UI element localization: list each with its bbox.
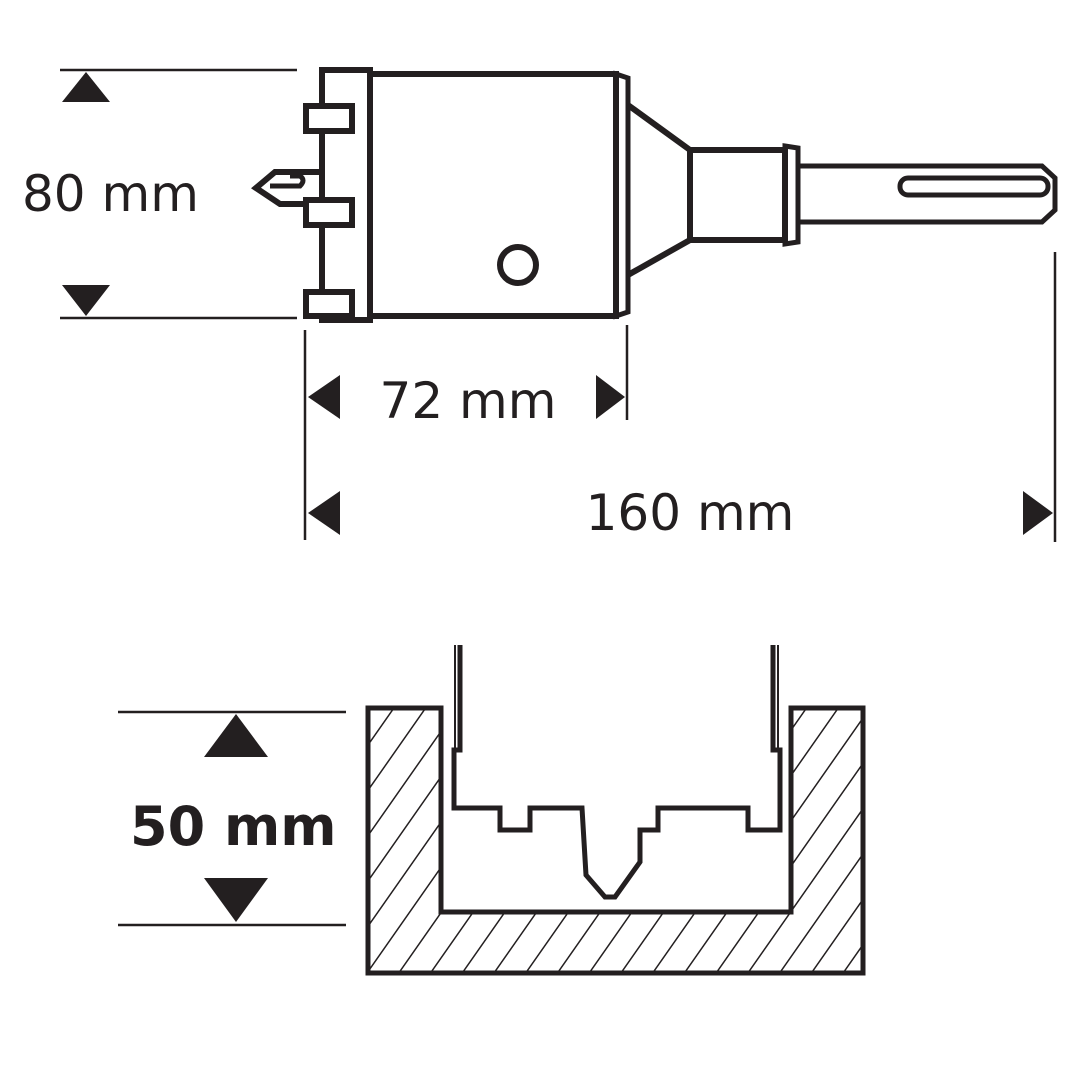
depth-label: 50 mm [130, 795, 336, 858]
arrow-left-icon [308, 491, 340, 535]
total-length-dimension [308, 252, 1057, 542]
total-length-label: 160 mm [586, 484, 795, 542]
core-drill-bit [251, 67, 1058, 323]
cutting-length-dimension [303, 325, 629, 540]
arrow-up-icon [62, 72, 110, 102]
diameter-label: 80 mm [22, 165, 199, 223]
depth-dimension [118, 710, 346, 927]
arrow-up-icon [204, 714, 268, 757]
arrow-right-icon [1023, 491, 1053, 535]
arrow-left-icon [308, 375, 340, 419]
arrow-down-icon [204, 878, 268, 922]
cutting-length-label: 72 mm [380, 372, 557, 430]
diameter-dimension [60, 68, 297, 320]
workpiece-section [365, 705, 866, 976]
cutter-in-hole [451, 645, 783, 900]
arrow-right-icon [596, 375, 625, 419]
arrow-down-icon [62, 285, 110, 316]
